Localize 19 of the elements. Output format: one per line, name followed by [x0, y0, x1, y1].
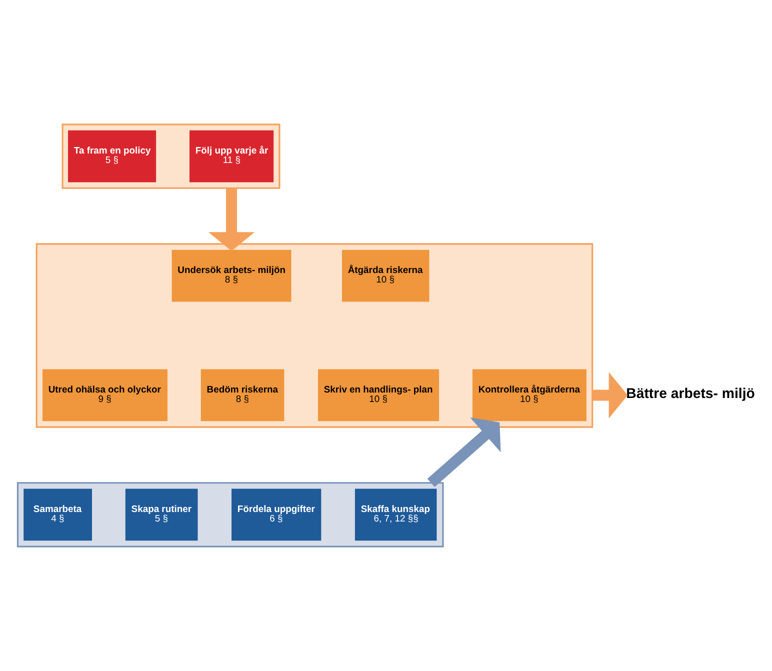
cluster — [62, 124, 280, 189]
node-box: Skapa rutiner 5 § — [125, 488, 198, 541]
node-box: Kontrollera åtgärderna 10 § — [472, 369, 586, 422]
cluster — [36, 243, 594, 428]
node-box: Ta fram en policy 5 § — [68, 130, 156, 182]
arrow — [427, 418, 501, 488]
node-box: Undersök arbets- miljön 8 § — [172, 250, 292, 302]
arrow — [208, 188, 255, 252]
node-box: Åtgärda riskerna 10 § — [342, 250, 430, 302]
node-box: Bedöm riskerna 8 § — [200, 369, 284, 422]
node-box: Utred ohälsa och olyckor 9 § — [42, 369, 168, 422]
node-box: Skaffa kunskap 6, 7, 12 §§ — [354, 488, 437, 541]
node-box: Följ upp varje år 11 § — [189, 130, 274, 182]
node-box: Skriv en handlings- plan 10 § — [318, 369, 440, 422]
arrow — [592, 372, 628, 418]
node-box: Fördela uppgifter 6 § — [232, 488, 322, 541]
cluster — [16, 482, 444, 548]
node-text: Bättre arbets- miljö — [626, 384, 755, 401]
node-box: Samarbeta 4 § — [24, 488, 92, 541]
